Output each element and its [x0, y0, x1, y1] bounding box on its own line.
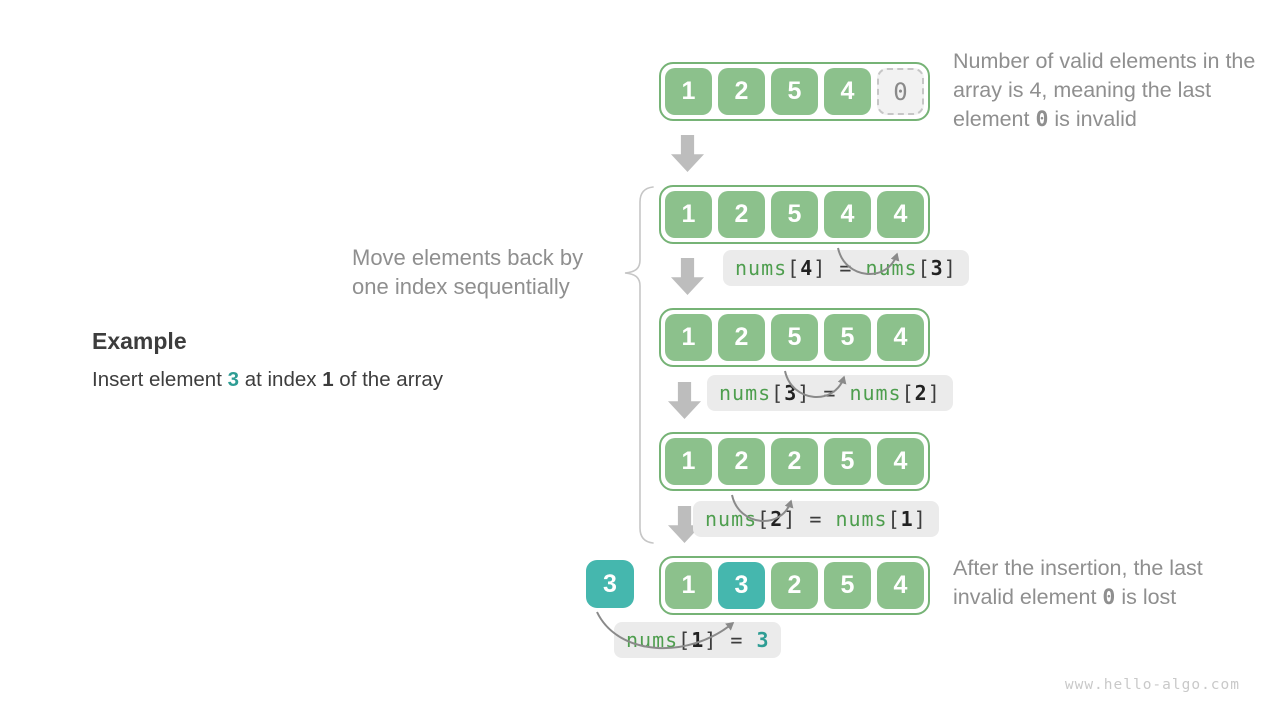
- array-cell: 4: [877, 438, 924, 485]
- array-cell: 5: [824, 314, 871, 361]
- array-cell: 2: [771, 438, 818, 485]
- text-segment: nums: [719, 381, 772, 405]
- text-segment: at index: [239, 368, 323, 391]
- array-cell: 2: [718, 314, 765, 361]
- array-cell: 4: [824, 191, 871, 238]
- array-cell: 5: [771, 68, 818, 115]
- arrow-down-icon: [668, 382, 701, 419]
- text-segment: nums: [735, 256, 788, 280]
- text-segment: 1: [691, 628, 705, 652]
- text-segment: ] =: [704, 628, 757, 652]
- text-segment: ]: [913, 507, 927, 531]
- array-cell: 4: [824, 68, 871, 115]
- array-cell: 1: [665, 68, 712, 115]
- note-after-insertion: After the insertion, the last invalid el…: [953, 554, 1253, 612]
- text-segment: 1: [900, 507, 914, 531]
- text-segment: ] =: [783, 507, 836, 531]
- array-cell: 4: [877, 562, 924, 609]
- text-segment: [: [901, 381, 915, 405]
- text-segment: 3: [227, 368, 239, 391]
- example-heading: Example: [92, 328, 187, 354]
- text-segment: 4: [800, 256, 814, 280]
- text-segment: 3: [784, 381, 798, 405]
- text-segment: is lost: [1115, 585, 1177, 609]
- text-segment: nums: [865, 256, 918, 280]
- text-segment: 2: [914, 381, 928, 405]
- text-segment: nums: [626, 628, 679, 652]
- array-cell: 5: [824, 438, 871, 485]
- array-cell: 2: [718, 438, 765, 485]
- text-segment: 0: [1035, 107, 1049, 132]
- text-segment: ]: [943, 256, 957, 280]
- text-segment: is invalid: [1048, 107, 1137, 131]
- array-cell: 1: [665, 191, 712, 238]
- text-segment: nums: [705, 507, 758, 531]
- array-cell: 5: [824, 562, 871, 609]
- text-segment: 2: [770, 507, 784, 531]
- text-segment: [: [757, 507, 771, 531]
- curly-brace: [624, 186, 654, 544]
- array-cell-inserted: 3: [718, 562, 765, 609]
- text-segment: nums: [835, 507, 888, 531]
- text-segment: 0: [1102, 585, 1116, 610]
- text-segment: After the insertion, the last invalid el…: [953, 556, 1203, 609]
- text-segment: [: [887, 507, 901, 531]
- text-segment: 3: [756, 628, 770, 652]
- array-cell: 5: [771, 191, 818, 238]
- site-watermark: www.hello-algo.com: [1064, 677, 1240, 693]
- array-cell-invalid: 0: [877, 68, 924, 115]
- text-segment: [: [787, 256, 801, 280]
- text-segment: 3: [930, 256, 944, 280]
- text-segment: [: [917, 256, 931, 280]
- text-segment: ] =: [813, 256, 866, 280]
- example-description: Insert element 3 at index 1 of the array: [92, 368, 443, 392]
- array-cell: 1: [665, 438, 712, 485]
- text-segment: nums: [849, 381, 902, 405]
- arrow-down-icon: [671, 135, 704, 172]
- array-cell: 5: [771, 314, 818, 361]
- text-segment: ]: [927, 381, 941, 405]
- array-cell: 1: [665, 562, 712, 609]
- text-segment: [: [678, 628, 692, 652]
- array-cell: 2: [718, 191, 765, 238]
- text-segment: ] =: [797, 381, 850, 405]
- assignment-label-1: nums[4] = nums[3]: [723, 250, 969, 286]
- inserted-element: 3: [586, 560, 634, 608]
- array-cell: 2: [771, 562, 818, 609]
- text-segment: Insert element: [92, 368, 228, 391]
- text-segment: of the array: [333, 368, 443, 391]
- assignment-label-2: nums[3] = nums[2]: [707, 375, 953, 411]
- assignment-label-4: nums[1] = 3: [614, 622, 782, 658]
- text-segment: Number of valid elements in the array is…: [953, 49, 1256, 131]
- array-cell: 1: [665, 314, 712, 361]
- array-cell: 4: [877, 191, 924, 238]
- array-cell: 4: [877, 314, 924, 361]
- assignment-label-3: nums[2] = nums[1]: [693, 501, 939, 537]
- note-invalid-element: Number of valid elements in the array is…: [953, 47, 1263, 134]
- array-cell-inserted: 3: [586, 560, 634, 608]
- note-move-elements: Move elements back by one index sequenti…: [352, 245, 584, 299]
- array-cell: 2: [718, 68, 765, 115]
- text-segment: [: [771, 381, 785, 405]
- arrow-down-icon: [671, 258, 704, 295]
- text-segment: 1: [322, 368, 334, 391]
